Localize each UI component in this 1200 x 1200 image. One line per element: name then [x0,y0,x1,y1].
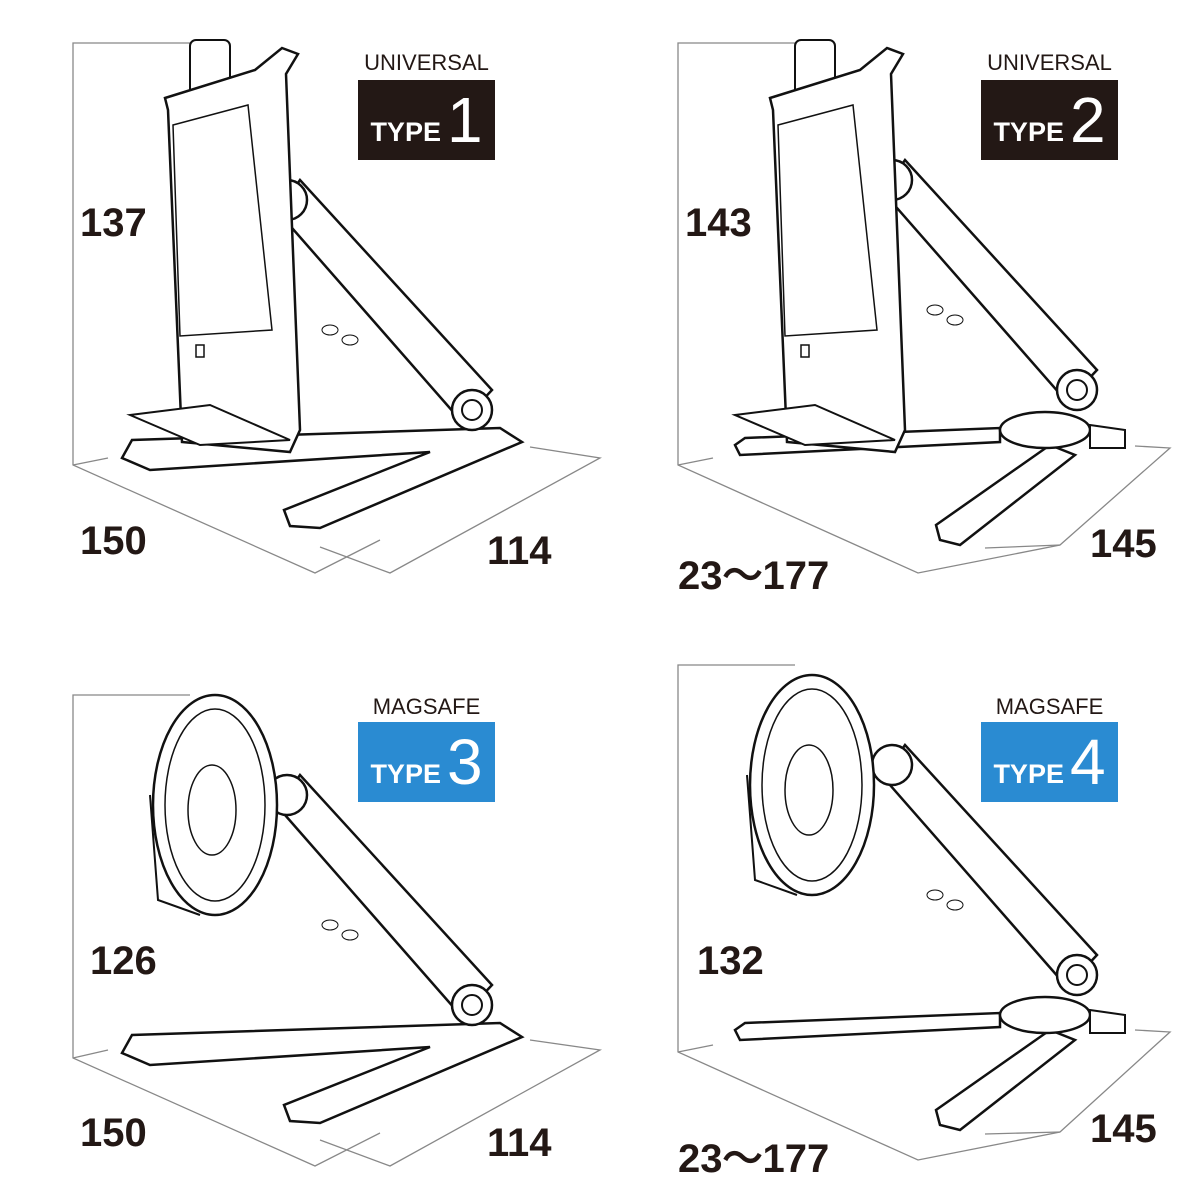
width-dimension: 114 [487,529,552,573]
type-label: TYPE [370,117,441,147]
height-dimension: 126 [90,939,157,983]
depth-dimension: 23〜177 [678,554,830,598]
type-label: TYPE [370,759,441,789]
width-dimension: 114 [487,1121,552,1165]
type-label: TYPE [993,117,1064,147]
type-number: 4 [1069,726,1106,799]
height-dimension: 137 [80,201,147,245]
width-dimension: 145 [1090,522,1157,566]
width-dimension: 145 [1090,1107,1157,1151]
height-dimension: 132 [697,939,764,983]
stand-type-4-ring [745,673,876,897]
type-number: 3 [446,726,483,799]
dimension-guides [72,42,1172,1167]
badge-category: UNIVERSAL [987,50,1112,75]
depth-dimension: 150 [80,519,147,563]
badge-category: UNIVERSAL [364,50,489,75]
type-label: TYPE [993,759,1064,789]
height-dimension: 143 [685,201,752,245]
badge-category: MAGSAFE [372,694,481,719]
stand-type-3-ring [148,693,279,917]
depth-dimension: 23〜177 [678,1137,830,1181]
depth-dimension: 150 [80,1111,147,1155]
badge-category: MAGSAFE [995,694,1104,719]
type-number: 2 [1069,84,1106,157]
type-number: 1 [446,84,483,157]
